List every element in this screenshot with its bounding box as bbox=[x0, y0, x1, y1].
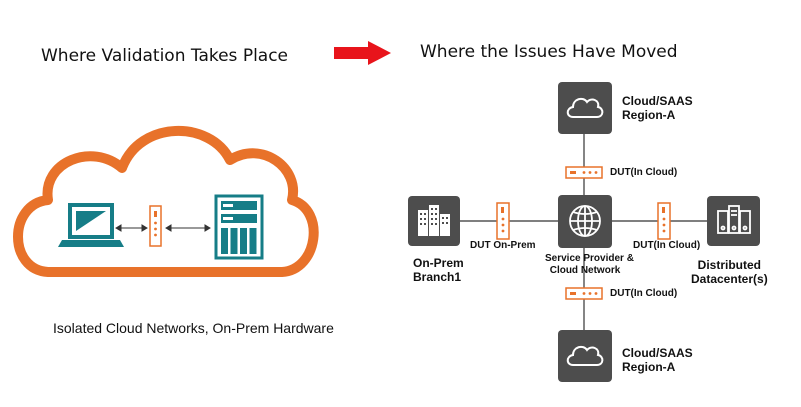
left-caption: Isolated Cloud Networks, On-Prem Hardwar… bbox=[53, 320, 334, 336]
cloud-outline-icon bbox=[13, 125, 319, 277]
laptop-icon bbox=[58, 203, 124, 247]
right-title: Where the Issues Have Moved bbox=[420, 42, 678, 62]
dut-bottom-label: DUT(In Cloud) bbox=[610, 288, 678, 299]
left-title: Where Validation Takes Place bbox=[41, 46, 289, 66]
service-provider-label-line2: Cloud Network bbox=[549, 265, 621, 276]
cloud-top-label-line1: Cloud/SAAS bbox=[622, 94, 693, 108]
dut-left-label: DUT On-Prem bbox=[470, 240, 536, 251]
service-provider-node[interactable] bbox=[558, 195, 612, 248]
datacenter-label-line2: Datacenter(s) bbox=[691, 272, 768, 286]
server-stack-icon bbox=[717, 205, 751, 234]
branch-label: On-Prem Branch1 bbox=[413, 256, 464, 284]
datacenter-label: Distributed Datacenter(s) bbox=[691, 258, 768, 286]
dut-bottom-device[interactable] bbox=[565, 287, 603, 300]
branch-label-line2: Branch1 bbox=[413, 270, 462, 284]
cloud-top-label-line2: Region-A bbox=[622, 108, 676, 122]
double-arrow-icon bbox=[115, 224, 148, 232]
datacenter-label-line1: Distributed bbox=[697, 258, 762, 272]
cloud-top-label: Cloud/SAAS Region-A bbox=[622, 94, 693, 122]
cloud-bottom-label: Cloud/SAAS Region-A bbox=[622, 346, 693, 374]
dut-left-device[interactable] bbox=[496, 202, 510, 240]
cloud-icon bbox=[566, 345, 604, 366]
dut-top-label: DUT(In Cloud) bbox=[610, 167, 678, 178]
building-icon bbox=[418, 205, 450, 236]
double-arrow-icon bbox=[165, 224, 211, 232]
dut-right-device[interactable] bbox=[657, 202, 671, 240]
service-provider-label: Service Provider & Cloud Network bbox=[545, 253, 634, 277]
cloud-bottom-label-line1: Cloud/SAAS bbox=[622, 346, 693, 360]
cloud-bottom-label-line2: Region-A bbox=[622, 360, 676, 374]
branch-node[interactable] bbox=[408, 196, 460, 246]
server-rack-icon bbox=[214, 194, 264, 260]
globe-icon bbox=[569, 205, 601, 237]
branch-label-line1: On-Prem bbox=[413, 256, 464, 270]
cloud-icon bbox=[566, 97, 604, 118]
cloud-region-node-bottom[interactable] bbox=[558, 330, 612, 382]
datacenter-node[interactable] bbox=[707, 196, 760, 246]
cloud-region-node-top[interactable] bbox=[558, 82, 612, 134]
service-provider-label-line1: Service Provider & bbox=[545, 253, 634, 264]
dut-device-icon bbox=[149, 205, 162, 247]
dut-right-label: DUT(In Cloud) bbox=[633, 240, 701, 251]
dut-top-device[interactable] bbox=[565, 166, 603, 179]
right-arrow-icon bbox=[334, 41, 391, 65]
